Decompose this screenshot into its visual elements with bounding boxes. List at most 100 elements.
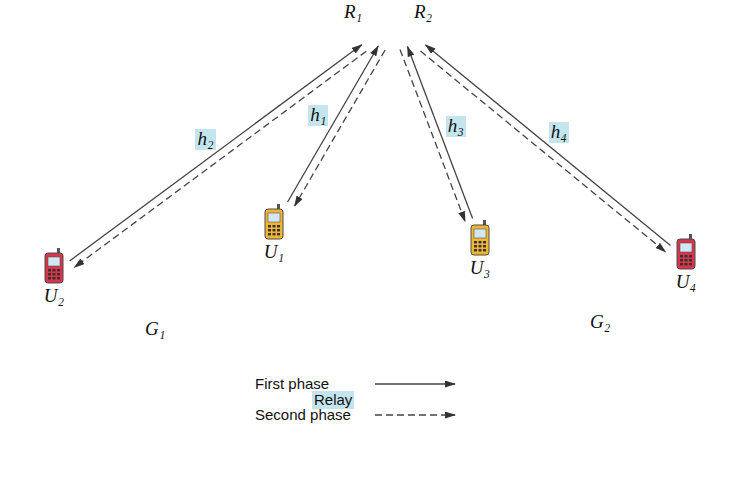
phone-key [479, 249, 482, 251]
tower-platform [360, 299, 429, 300]
relay-tower [347, 23, 440, 425]
tower-brace [373, 200, 414, 225]
tower-brace [387, 75, 406, 100]
tower-platform [369, 199, 420, 200]
channel-label: h₃ [446, 116, 466, 137]
tower-brace [369, 275, 424, 300]
channel-label: h₂ [195, 129, 215, 150]
tower-brace [378, 175, 415, 200]
tower-platform [378, 109, 413, 110]
phone-key [277, 233, 280, 235]
tower-brace [362, 325, 426, 350]
channel-label: h₁ [308, 105, 328, 126]
phone-key [57, 269, 60, 271]
antenna-bar [353, 37, 423, 39]
phone-key [53, 277, 56, 279]
phone-key [57, 273, 60, 275]
first-phase-link [288, 46, 379, 202]
tower-brace [375, 200, 416, 225]
phone-key [685, 259, 688, 261]
phone-screen [48, 257, 60, 266]
phone-body [265, 209, 283, 239]
tower-brace [382, 100, 405, 125]
phone-screen [680, 243, 692, 252]
group-node: G₂U₃U₄ [430, 176, 712, 346]
user-label: U₃ [462, 258, 498, 279]
relay-node: R₁R₂ [338, 2, 452, 48]
group-outline [431, 177, 711, 345]
first-phase-link [426, 45, 671, 246]
phone-key [53, 273, 56, 275]
phone-node: U₃ [462, 220, 498, 279]
legend: First phaseSecond phase [255, 368, 459, 430]
wave-arc [437, 23, 441, 47]
phone-icon [43, 248, 65, 284]
phone-key [268, 233, 271, 235]
tower-brace [360, 350, 429, 375]
tower-brace [366, 275, 421, 300]
group-label: G₁ [145, 319, 165, 340]
phone-key [685, 263, 688, 265]
phone-key [277, 229, 280, 231]
tower-brace [357, 375, 430, 400]
group-label: G₂ [590, 312, 610, 333]
legend-row: First phase [255, 368, 459, 399]
second-phase-link [74, 51, 366, 267]
tower-brace [355, 400, 433, 425]
antenna-symbol [417, 23, 429, 32]
phone-key [474, 241, 477, 243]
tower-brace [369, 250, 420, 275]
tower-base [350, 424, 440, 425]
coverage-area [3, 3, 729, 485]
antenna-symbol [347, 23, 359, 32]
wave-arc [362, 26, 365, 44]
tower-brace [362, 350, 431, 375]
tower-mast [394, 38, 395, 50]
phone-icon [675, 234, 697, 270]
phone-key [268, 229, 271, 231]
first-phase-link [70, 45, 362, 261]
phone-key [689, 255, 692, 257]
wave-arc [336, 23, 340, 47]
phone-key [474, 245, 477, 247]
legend-arrow [375, 383, 455, 384]
tower-brace [380, 125, 408, 150]
tower-brace [382, 125, 410, 150]
first-phase-link [408, 47, 473, 219]
tower-brace [378, 150, 410, 175]
tower-brace [384, 75, 403, 100]
legend-sample [373, 409, 459, 421]
channel-label: h₄ [549, 122, 569, 143]
phone-screen [474, 229, 486, 238]
phone-key [53, 269, 56, 271]
legend-text: First phase [255, 375, 373, 393]
phone-key [57, 277, 60, 279]
wave-arc [342, 26, 345, 44]
user-label: U₂ [36, 286, 72, 307]
wave-arc [432, 26, 435, 44]
tower-brace [360, 375, 433, 400]
tower-brace [373, 225, 419, 250]
phone-key [483, 249, 486, 251]
phone-key [474, 249, 477, 251]
phone-node: U₁ [256, 204, 292, 263]
group-node: G₁ U₂ U₁ [28, 183, 302, 353]
antenna-stem [422, 32, 423, 38]
antenna-label: R₁ [344, 2, 362, 23]
second-phase-link [421, 51, 666, 252]
legend-text: Second phase [255, 406, 373, 424]
radio-waves [336, 23, 441, 47]
phone-key [680, 259, 683, 261]
tower-leg [355, 50, 389, 425]
phone-body [471, 225, 489, 255]
legend-sample [373, 378, 459, 390]
tower-brace [375, 175, 412, 200]
phone-key [277, 225, 280, 227]
phone-icon [469, 220, 491, 256]
phone-key [680, 255, 683, 257]
tower-brace [384, 100, 407, 125]
wave-arc [412, 26, 415, 44]
legend-row: Second phase [255, 399, 459, 430]
phone-key [273, 229, 276, 231]
